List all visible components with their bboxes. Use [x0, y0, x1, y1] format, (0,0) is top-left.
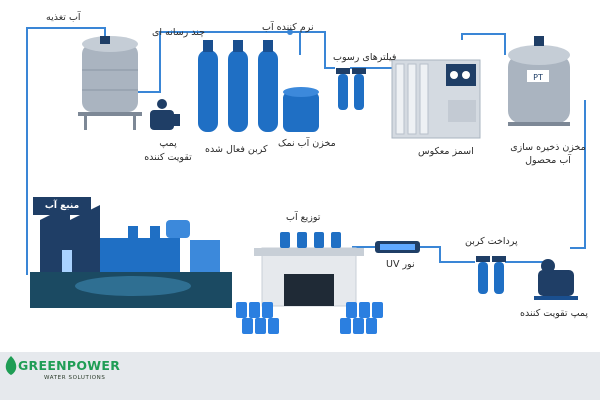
footer-band [0, 352, 600, 400]
pipe-multimedia-to-softener [205, 31, 301, 55]
polishing-carbon-filters [476, 256, 506, 294]
pipe-tank-to-pump [138, 31, 205, 93]
label-reverse-osmosis: اسمز معکوس [418, 146, 474, 157]
product-water-tank: PT [508, 36, 570, 126]
label-feed-water: آب تغذیه [46, 12, 81, 23]
label-booster-pump-top-line2: تقویت کننده [144, 152, 192, 163]
booster-pump-bottom [534, 259, 578, 300]
brand-name: GREENPOWER [18, 358, 121, 373]
label-salt-tank: مخزن آب نمک [278, 138, 336, 149]
bottle-stack-right [340, 302, 383, 334]
label-uv-light: نور UV [386, 259, 415, 270]
reverse-osmosis-unit [391, 59, 481, 139]
water-source-scene [30, 205, 232, 308]
pipe-ro-to-product [461, 33, 506, 55]
label-product-tank-line2: آب محصول [525, 155, 571, 166]
feed-water-tank [78, 36, 142, 130]
pipe-network [26, 27, 586, 275]
label-product-tank-line1: مخزن ذخیره سازی [510, 142, 586, 153]
pipe-feed-to-tank [26, 27, 106, 275]
label-booster-pump-top-line1: پمپ [159, 138, 177, 149]
label-polishing-carbon: پرداخت کربن [465, 236, 518, 247]
pipe-carbon-to-uv [420, 246, 475, 263]
label-sediment-filters: فیلترهای رسوب [333, 52, 397, 63]
sediment-filters [336, 68, 366, 110]
uv-sterilizer [375, 241, 420, 253]
brand-subtitle: WATER SOLUTIONS [44, 375, 106, 381]
valve [287, 29, 293, 35]
pipe-softener-to-sediment [300, 31, 335, 69]
distribution-station [254, 232, 364, 307]
brand-leaf-badge-icon [5, 356, 17, 375]
multimedia-filters [198, 40, 278, 132]
bottle-stack-left [236, 302, 279, 334]
booster-pump-top [150, 99, 180, 130]
pipe-product-down [570, 100, 586, 249]
label-water-source: منبع آب [33, 197, 91, 215]
label-distribution: توزیع آب [286, 212, 321, 223]
label-activated-carbon: کربن فعال شده [205, 144, 268, 155]
label-booster-pump-bottom: پمپ تقویت کننده [520, 308, 589, 319]
label-multimedia: چند رسانه ای [152, 27, 206, 38]
pt-badge-label: PT [533, 73, 543, 82]
salt-tank [283, 87, 319, 132]
label-softener: نرم کننده آب [262, 22, 314, 33]
